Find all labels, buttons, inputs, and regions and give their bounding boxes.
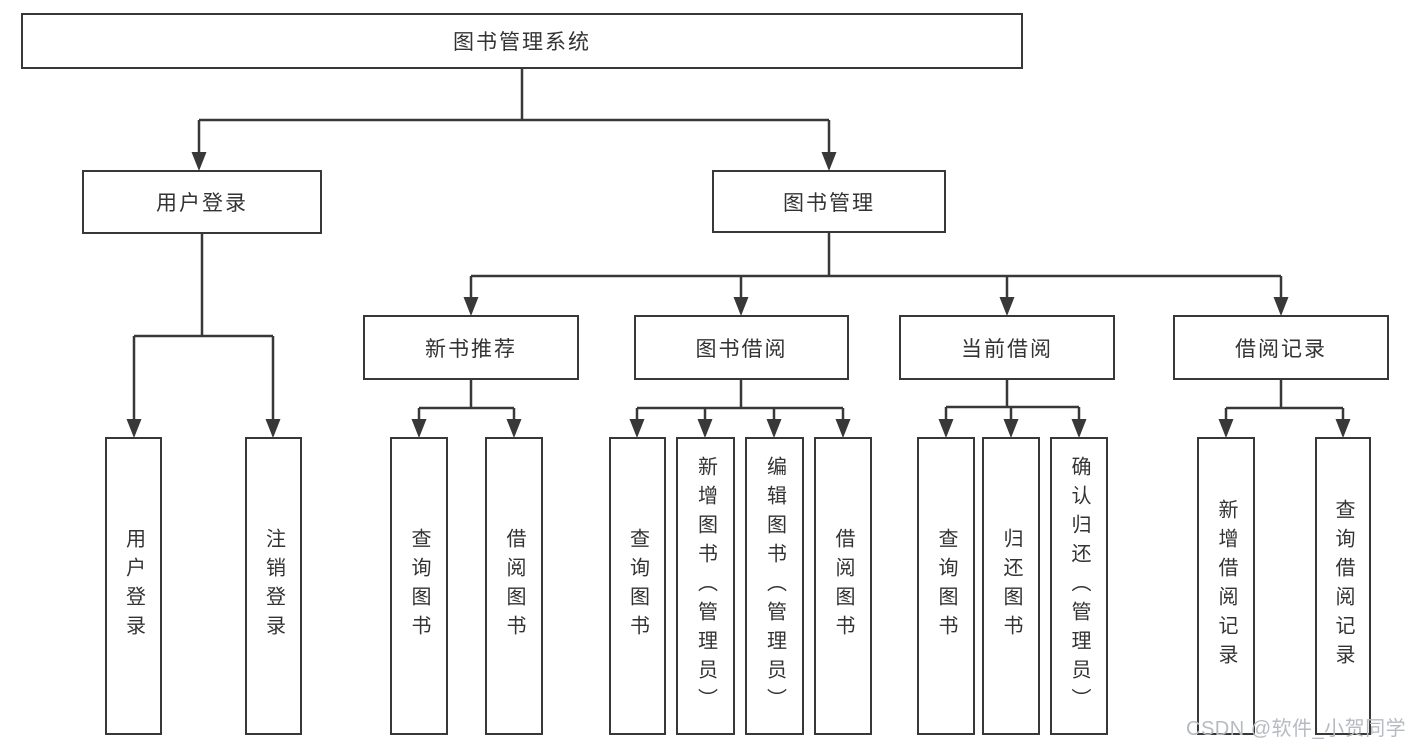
leaf-borrow-books: 借阅图书 [814,437,872,735]
leaf-logout: 注销登录 [245,437,302,735]
node-book-management: 图书管理 [712,170,946,233]
node-library-management-system: 图书管理系统 [21,13,1023,69]
leaf-add-borrow-record: 新增借阅记录 [1197,437,1255,735]
node-borrow-records: 借阅记录 [1173,315,1389,380]
leaf-edit-book-admin: 编辑图书（管理员） [745,437,804,735]
node-new-book-recommend: 新书推荐 [363,315,579,380]
leaf-query-books-recommend: 查询图书 [390,437,448,735]
leaf-borrow-books-recommend: 借阅图书 [485,437,543,735]
node-user-login: 用户登录 [82,170,322,234]
leaf-confirm-return-admin: 确认归还（管理员） [1050,437,1108,735]
leaf-query-borrow-record: 查询借阅记录 [1315,437,1371,735]
node-book-borrow: 图书借阅 [634,315,849,380]
leaf-query-books-current: 查询图书 [917,437,975,735]
leaf-return-book: 归还图书 [982,437,1040,735]
node-current-borrow: 当前借阅 [899,315,1115,380]
leaf-user-login: 用户登录 [105,437,162,735]
leaf-add-book-admin: 新增图书（管理员） [676,437,735,735]
leaf-query-books-borrow: 查询图书 [609,437,666,735]
arrowhead-icons [126,152,1351,438]
csdn-watermark: CSDN @软件_小贺同学 [1186,718,1405,740]
